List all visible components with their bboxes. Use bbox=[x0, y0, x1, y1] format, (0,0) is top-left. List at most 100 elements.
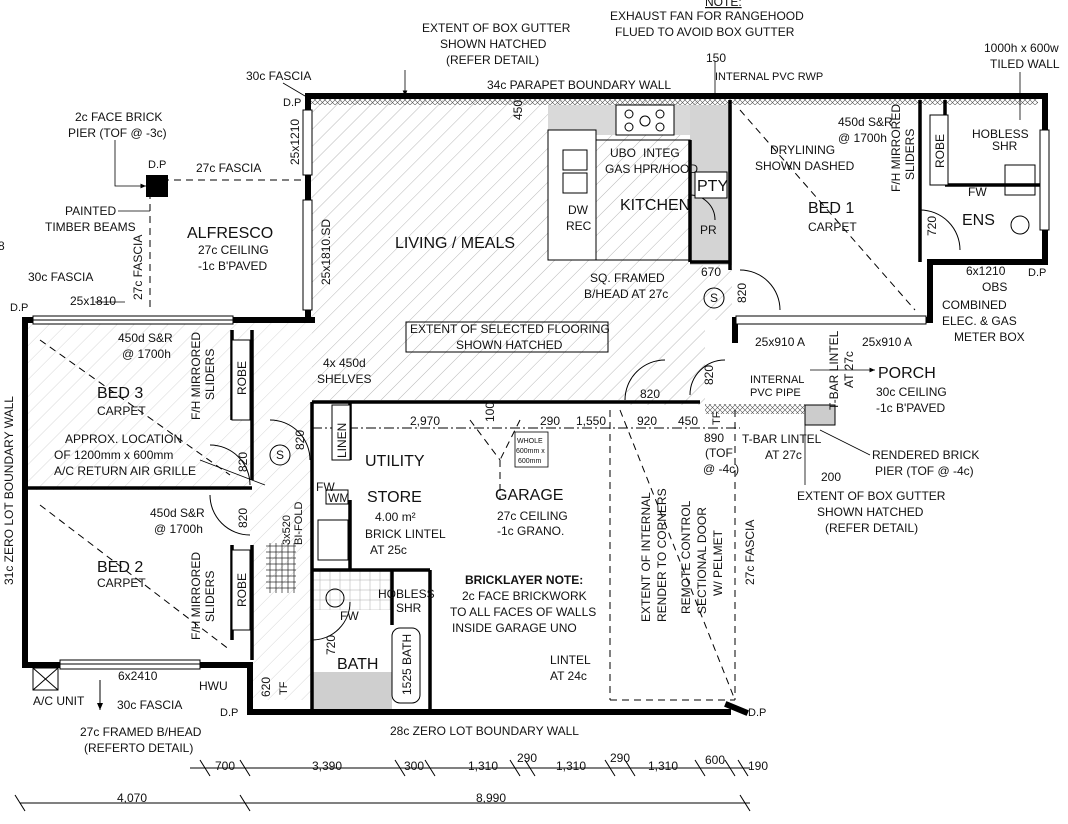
rendered-2: PIER (TOF @ -4c) bbox=[875, 464, 974, 478]
bhead-bottom-1: 27c FRAMED B/HEAD bbox=[80, 725, 202, 739]
flooring-2: SHOWN HATCHED bbox=[456, 338, 563, 352]
dim-b-1310-a: 1,310 bbox=[468, 759, 498, 773]
room-alfresco: ALFRESCO bbox=[187, 225, 273, 242]
dim-b-290-a: 290 bbox=[517, 751, 537, 765]
boundary-wall: 31c ZERO LOT BOUNDARY WALL bbox=[2, 396, 16, 585]
porch-pier bbox=[804, 404, 836, 426]
shelves-2: SHELVES bbox=[317, 372, 371, 386]
trough bbox=[317, 519, 349, 561]
dim-b-600: 600 bbox=[705, 753, 725, 767]
dashed-lines bbox=[39, 109, 916, 701]
meter-1: COMBINED bbox=[942, 298, 1007, 312]
grille-3: A/C RETURN AIR GRILLE bbox=[54, 464, 196, 478]
room-ens: ENS bbox=[962, 212, 995, 229]
meter-2: ELEC. & GAS bbox=[942, 314, 1017, 328]
pvc-rwp: INTERNAL PVC RWP bbox=[715, 71, 823, 83]
dim-200: 200 bbox=[821, 470, 841, 484]
render-2: RENDER TO CORNERS bbox=[655, 488, 669, 622]
garage-ceiling: 27c CEILING bbox=[497, 509, 568, 523]
drylining-1: DRYLINING bbox=[770, 143, 835, 157]
win-910a: 25x910 A bbox=[755, 335, 805, 349]
dim-920: 920 bbox=[637, 414, 657, 428]
parapet-label: 34c PARAPET BOUNDARY WALL bbox=[487, 78, 671, 92]
tiled-wall-1: 1000h x 600w bbox=[984, 41, 1059, 55]
sr-bed1-2: @ 1700h bbox=[838, 131, 887, 145]
flooring-label-box bbox=[405, 321, 609, 353]
tof-2: @ -4c) bbox=[703, 462, 739, 476]
sr-bed2-2: @ 1700h bbox=[154, 522, 203, 536]
ac-unit-label: A/C UNIT bbox=[33, 694, 85, 708]
remote-2: SECTIONAL DOOR bbox=[695, 507, 709, 614]
mirrored-bed2: F/H MIRRORED bbox=[189, 552, 203, 640]
dim-b-290-b: 290 bbox=[610, 751, 630, 765]
box-gutter-porch bbox=[705, 404, 805, 414]
whole-3: 600mm bbox=[518, 458, 542, 465]
tf-porch: TF bbox=[711, 411, 723, 425]
bath-wall-tile bbox=[312, 570, 392, 610]
tiled-wall-2: TILED WALL bbox=[990, 57, 1060, 71]
dim-290: 290 bbox=[540, 414, 560, 428]
flooring-1: EXTENT OF SELECTED FLOORING bbox=[410, 322, 610, 336]
beams-line-2: TIMBER BEAMS bbox=[45, 220, 136, 234]
dp-pier: D.P bbox=[148, 159, 166, 171]
note-heading: NOTE: bbox=[705, 0, 742, 9]
dim-b-4070: 4,070 bbox=[117, 791, 147, 805]
bath-shr: SHR bbox=[396, 601, 422, 615]
grille-1: APPROX. LOCATION bbox=[65, 432, 182, 446]
dim-820-b: 820 bbox=[640, 387, 660, 401]
dp-bottom: D.P bbox=[220, 707, 238, 719]
tf-bath: TF bbox=[278, 681, 290, 695]
fascia-27g: 27c FASCIA bbox=[743, 520, 757, 585]
dim-450-h: 450 bbox=[678, 414, 698, 428]
dim-820-d: 820 bbox=[293, 430, 307, 450]
dim-670: 670 bbox=[701, 265, 721, 279]
bricklayer-2: 2c FACE BRICKWORK bbox=[462, 589, 587, 603]
smoke-s-1: S bbox=[710, 291, 718, 305]
shelves-1: 4x 450d bbox=[323, 356, 366, 370]
bricklayer-4: INSIDE GARAGE UNO bbox=[452, 621, 577, 635]
alfresco-floor: -1c B'PAVED bbox=[198, 259, 268, 273]
lintel-2: AT 24c bbox=[550, 669, 587, 683]
hwu-label: HWU bbox=[199, 679, 228, 693]
dim-100: 100 bbox=[483, 402, 497, 422]
utility-tiles bbox=[266, 543, 296, 593]
dim-b-190: 190 bbox=[748, 759, 768, 773]
dim-1550: 1,550 bbox=[576, 414, 606, 428]
dim-b-8990: 8,990 bbox=[476, 791, 506, 805]
remote-1: REMOTE CONTROL bbox=[679, 500, 693, 614]
whole-opening bbox=[514, 431, 549, 468]
obs-2: OBS bbox=[982, 280, 1007, 294]
bath-fw: FW bbox=[340, 609, 359, 623]
dim-720-b: 720 bbox=[925, 216, 939, 236]
fascia-27: 27c FASCIA bbox=[196, 161, 261, 175]
obs-1: 6x1210 bbox=[966, 264, 1006, 278]
bath-tub bbox=[391, 627, 421, 704]
room-labels: ALFRESCO 27c CEILING -1c B'PAVED LIVING … bbox=[97, 114, 1029, 695]
pvc-pipe-1: INTERNAL bbox=[750, 374, 804, 386]
sr-bed3-2: @ 1700h bbox=[122, 347, 171, 361]
bhead-1: SQ. FRAMED bbox=[590, 271, 665, 285]
bath-floor-shade bbox=[312, 672, 392, 712]
tbar-1: T-BAR LINTEL bbox=[742, 432, 822, 446]
ens-fw: FW bbox=[968, 185, 987, 199]
brick-pier bbox=[146, 175, 168, 197]
dp-garage: D.P bbox=[748, 707, 766, 719]
dim-b-1310-c: 1,310 bbox=[648, 759, 678, 773]
dim-b-3390: 3,390 bbox=[312, 759, 342, 773]
mirrored-bed3: F/H MIRRORED bbox=[189, 332, 203, 420]
dp-top: D.P bbox=[283, 97, 301, 109]
brick-lintel-2: AT 25c bbox=[370, 543, 407, 557]
room-store: STORE bbox=[367, 489, 422, 506]
whole-1: WHOLE bbox=[517, 438, 543, 445]
bed1-floor: CARPET bbox=[808, 220, 857, 234]
sliders-bed3: SLIDERS bbox=[203, 349, 217, 400]
dp-right: D.P bbox=[1028, 267, 1046, 279]
sr-bed3-1: 450d S&R bbox=[118, 331, 173, 345]
render-1: EXTENT OF INTERNAL bbox=[639, 492, 653, 622]
sliders-bed1: SLIDERS bbox=[903, 129, 917, 180]
ens-vanity bbox=[1004, 164, 1036, 196]
bhead-bottom-2: (REFERTO DETAIL) bbox=[84, 741, 193, 755]
room-bed3: BED 3 bbox=[97, 385, 143, 402]
ens-shr: SHR bbox=[992, 139, 1018, 153]
